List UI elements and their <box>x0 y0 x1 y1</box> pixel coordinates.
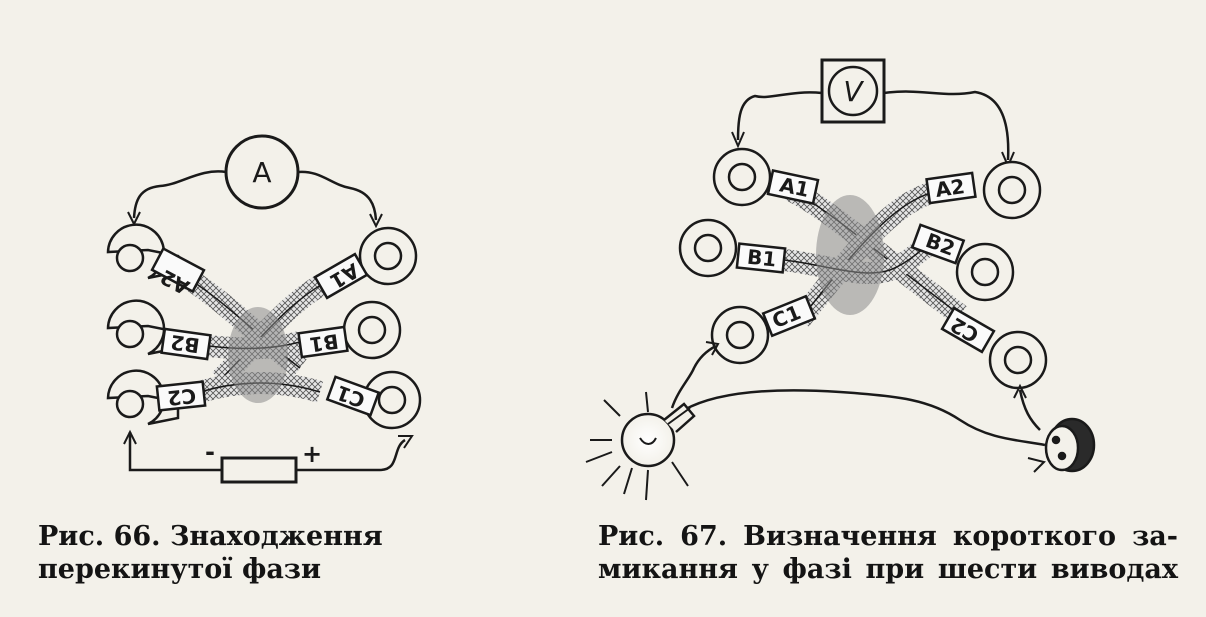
bulb-lead-lower <box>683 389 1046 447</box>
terminal-label-a1: A1 <box>778 172 812 202</box>
plug-lead <box>1018 389 1041 431</box>
ammeter-lead-left <box>132 170 227 219</box>
figure-67-caption: Рис. 67. Визначення короткого за- миканн… <box>598 520 1178 586</box>
terminal-lug <box>710 305 770 365</box>
figure-67 <box>585 58 1096 501</box>
caption-line: Рис. 66. Знаходження <box>38 521 383 552</box>
terminal-lug <box>106 299 180 356</box>
voltmeter-lead-left <box>736 91 823 141</box>
voltmeter-lead-right <box>883 90 1010 161</box>
terminal-label-a2: A2 <box>934 174 966 202</box>
polarity-plus: + <box>302 440 322 468</box>
caption-line: перекинутої фази <box>38 554 322 585</box>
terminal-lug <box>362 370 422 430</box>
voltmeter-letter: V <box>843 75 864 108</box>
figure-66 <box>106 134 422 484</box>
terminal-label-b1: B1 <box>308 329 340 357</box>
terminal-lug <box>678 218 738 278</box>
terminal-lug <box>982 160 1042 220</box>
light-bulb-icon <box>585 391 696 501</box>
ammeter-lead-right <box>297 170 378 221</box>
terminal-lug <box>342 300 402 360</box>
plug-icon <box>1044 417 1096 473</box>
terminal-lug <box>988 330 1048 390</box>
terminal-label-b1: B1 <box>746 245 778 272</box>
terminal-lug <box>955 242 1015 302</box>
caption-line: микання у фазі при шести виводах <box>598 554 1178 585</box>
ammeter-icon <box>224 134 300 210</box>
terminal-lug <box>712 147 772 207</box>
terminal-label-c2: C2 <box>166 384 197 411</box>
caption-line: Рис. 67. Визначення короткого за- <box>598 521 1178 552</box>
figure-66-caption: Рис. 66. Знаходження перекинутої фази <box>38 520 458 586</box>
bulb-lead-upper <box>670 344 717 409</box>
ammeter-letter: A <box>252 156 271 189</box>
terminal-label-b2: B2 <box>169 330 201 358</box>
battery-lead-right <box>296 438 406 472</box>
terminal-lug <box>106 223 180 280</box>
terminal-lug <box>106 369 180 426</box>
battery-lead-left <box>128 432 222 472</box>
resistor-icon <box>220 456 298 484</box>
terminal-lug <box>358 226 418 286</box>
polarity-minus: - <box>205 438 215 466</box>
